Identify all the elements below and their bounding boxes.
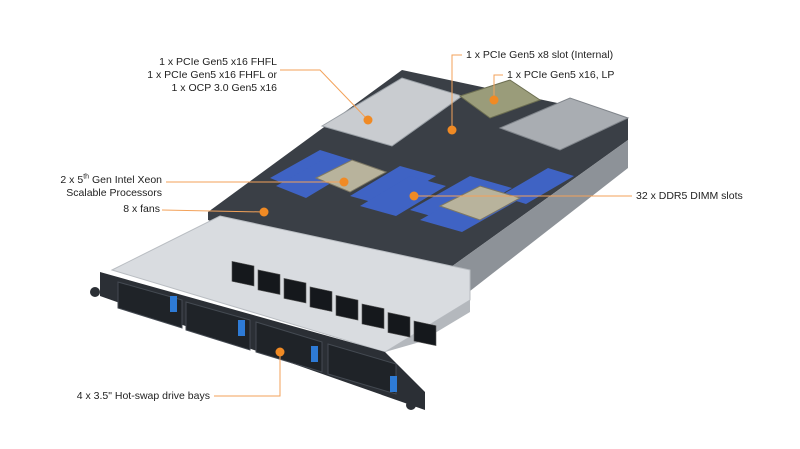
drive-bay-2 <box>185 301 251 351</box>
psu-bay <box>498 97 630 151</box>
callout-dimm: 32 x DDR5 DIMM slots <box>636 190 743 203</box>
drive-bay-4 <box>327 343 397 395</box>
callout-marker-fans <box>259 207 269 217</box>
fan-row <box>231 260 437 347</box>
callout-cpu: 2 x 5th Gen Intel Xeon Scalable Processo… <box>40 174 162 200</box>
callout-drive-bays: 4 x 3.5" Hot-swap drive bays <box>40 390 210 403</box>
callout-pcie-fhfl-line-1: 1 x PCIe Gen5 x16 FHFL <box>159 56 277 68</box>
callout-cpu-line-2: Scalable Processors <box>66 187 162 199</box>
callout-drive-bays-text: 4 x 3.5" Hot-swap drive bays <box>76 390 210 402</box>
rack-ear-right <box>406 400 416 410</box>
leader-line-fans <box>161 209 265 213</box>
cpu-socket-1 <box>314 159 388 193</box>
rack-ear-left <box>90 287 100 297</box>
drive-tab-4 <box>390 376 397 392</box>
callout-leaders <box>161 54 632 397</box>
callout-dimm-text: 32 x DDR5 DIMM slots <box>636 190 743 202</box>
callout-pcie-fhfl-line-3: 1 x OCP 3.0 Gen5 x16 <box>171 82 277 94</box>
callout-cpu-line-1: 2 x 5th Gen Intel Xeon <box>40 174 162 187</box>
callout-pcie-lp: 1 x PCIe Gen5 x16, LP <box>507 69 614 82</box>
callout-cpu-prefix: 2 x 5 <box>60 174 84 186</box>
drive-tab-1 <box>170 296 177 312</box>
cpu-socket-2 <box>438 185 522 221</box>
callout-fans: 8 x fans <box>60 203 160 216</box>
callout-pcie-internal-text: 1 x PCIe Gen5 x8 slot (Internal) <box>466 49 614 61</box>
leader-line-drive-bays <box>214 352 281 397</box>
callout-marker-cpu <box>339 177 349 187</box>
callout-marker-pcie-lp <box>489 95 499 105</box>
drive-bay-1 <box>117 281 183 329</box>
leader-line-pcie-internal <box>451 54 462 130</box>
callout-marker-dimm <box>409 191 419 201</box>
leader-line-pcie-fhfl <box>280 69 369 121</box>
callout-marker-pcie-fhfl <box>363 115 373 125</box>
drive-bay-3 <box>255 321 323 373</box>
callout-marker-pcie-internal <box>447 125 457 135</box>
callout-pcie-fhfl-line-2: 1 x PCIe Gen5 x16 FHFL or <box>147 69 277 81</box>
callout-cpu-superscript: th <box>83 173 90 181</box>
callout-cpu-suffix: Gen Intel Xeon <box>89 174 162 186</box>
callout-pcie-internal: 1 x PCIe Gen5 x8 slot (Internal) <box>466 49 613 62</box>
callout-fans-text: 8 x fans <box>123 203 160 215</box>
callout-pcie-lp-text: 1 x PCIe Gen5 x16, LP <box>507 69 615 81</box>
pcie-lp-card <box>458 79 542 119</box>
drive-tab-2 <box>238 320 245 336</box>
callout-pcie-fhfl: 1 x PCIe Gen5 x16 FHFL 1 x PCIe Gen5 x16… <box>120 56 277 95</box>
drive-tab-3 <box>311 346 318 362</box>
leader-line-pcie-lp <box>493 74 503 100</box>
callout-marker-drive-bays <box>275 347 285 357</box>
